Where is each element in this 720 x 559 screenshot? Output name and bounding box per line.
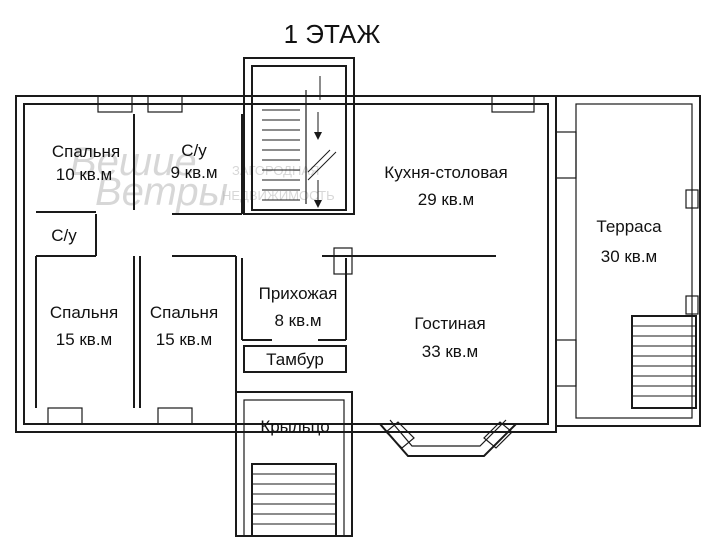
bay-window-inner: [389, 419, 507, 447]
windows: [47, 95, 699, 449]
door-terrace-bottom: [555, 339, 577, 387]
stair-arrow-upper-icon: [314, 132, 322, 140]
terrace-post: [685, 189, 699, 209]
porch-steps: [251, 463, 337, 537]
room-name-hallway: Прихожая: [259, 284, 338, 303]
room-name-bathroom-9: С/у: [181, 141, 207, 160]
stair-tower-wall: [243, 57, 355, 215]
room-name-bedroom-10: Спальня: [52, 142, 120, 161]
terrace-steps: [631, 315, 697, 409]
watermark-brand-line2: Ветры: [95, 170, 228, 214]
window-bedroom15a: [47, 407, 83, 425]
room-area-bedroom-15b: 15 кв.м: [156, 330, 213, 349]
room-labels: Спальня 10 кв.м С/у 9 кв.м С/у Кухня-сто…: [50, 141, 662, 436]
staircase: [262, 76, 337, 208]
room-name-bedroom-15a: Спальня: [50, 303, 118, 322]
window-kitchen: [491, 95, 535, 113]
bay-window: [379, 423, 517, 457]
vestibule-box: [243, 345, 347, 373]
room-name-porch: Крыльцо: [260, 417, 329, 436]
room-name-vestibule: Тамбур: [266, 350, 324, 369]
room-name-living: Гостиная: [414, 314, 485, 333]
room-area-hallway: 8 кв.м: [274, 311, 321, 330]
room-name-kitchen: Кухня-столовая: [384, 163, 507, 182]
room-area-bedroom-15a: 15 кв.м: [56, 330, 113, 349]
stair-arrow-lower-icon: [314, 200, 322, 208]
room-name-bathroom-small: С/у: [51, 226, 77, 245]
room-area-bathroom-9: 9 кв.м: [170, 163, 217, 182]
plan-title: 1 ЭТАЖ: [284, 19, 381, 49]
terrace-inner: [575, 103, 693, 419]
window-bedroom10: [97, 95, 133, 113]
room-name-terrace: Терраса: [596, 217, 662, 236]
column: [333, 247, 353, 275]
room-area-living: 33 кв.м: [422, 342, 479, 361]
bay-window-right-pane: [483, 421, 513, 449]
bay-window-left-pane: [385, 421, 415, 449]
door-terrace-top: [555, 131, 577, 179]
outer-walls: [15, 57, 701, 537]
stair-tower-inner: [251, 65, 347, 211]
room-area-kitchen: 29 кв.м: [418, 190, 475, 209]
room-area-bedroom-10: 10 кв.м: [56, 165, 113, 184]
interior-walls: [35, 114, 496, 408]
window-bedroom15b: [157, 407, 193, 425]
terrace-outline: [555, 95, 701, 427]
room-name-bedroom-15b: Спальня: [150, 303, 218, 322]
outer-wall-inner: [23, 103, 549, 425]
window-wc9: [147, 95, 183, 113]
room-area-terrace: 30 кв.м: [601, 247, 658, 266]
terrace-post-2: [685, 295, 699, 315]
